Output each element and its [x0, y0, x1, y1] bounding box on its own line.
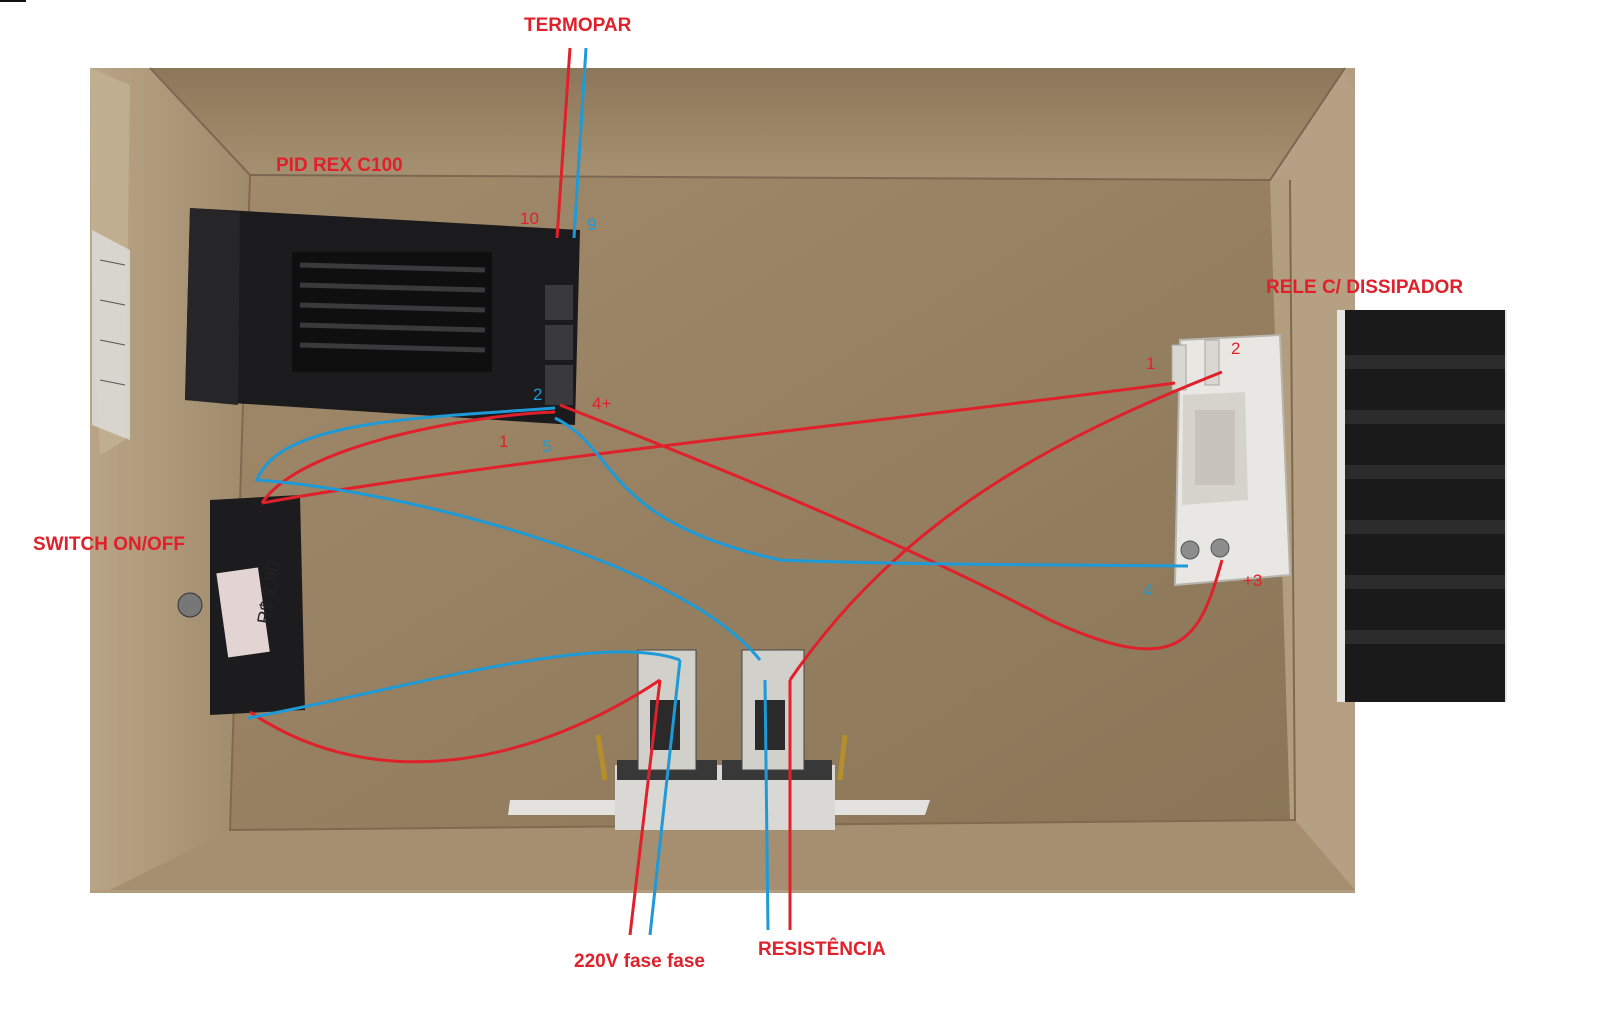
wire-termopar-10 — [555, 47, 572, 239]
wire-pid2-to-switch — [254, 406, 762, 661]
red-wires — [249, 47, 1224, 936]
wire-res-down-blue — [763, 679, 770, 931]
pid-controller — [185, 208, 580, 425]
wire-switch-to-power-blue — [247, 650, 681, 720]
wire-switch-to-relay1 — [261, 381, 1176, 505]
heatsink — [1345, 310, 1505, 702]
wire-power-blue — [648, 659, 682, 936]
corner-mark — [0, 0, 26, 2]
wire-pid4-to-relay3 — [559, 403, 1224, 651]
blue-wires — [247, 47, 1189, 936]
power-switch: R$ 2,90 — [177, 495, 305, 715]
wire-relay2-to-res — [788, 370, 1223, 681]
socket-outlets — [508, 649, 930, 830]
wire-pid5-to-relay4 — [554, 416, 1189, 568]
wire-power-red — [628, 679, 662, 936]
ruler — [92, 230, 130, 440]
wire-switch-to-power — [249, 678, 661, 764]
solid-state-relay — [1171, 333, 1292, 587]
wire-termopar-9 — [572, 47, 588, 239]
